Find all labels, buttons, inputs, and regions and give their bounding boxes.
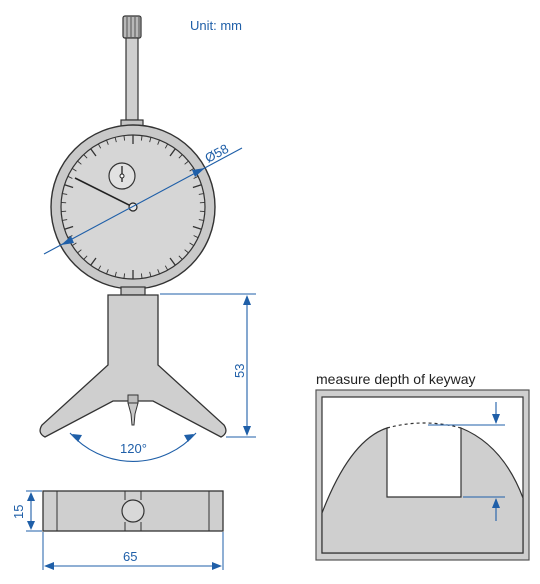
dial-hub: [128, 202, 138, 212]
dial-tick: [77, 249, 82, 254]
base-hole: [121, 499, 145, 523]
dial-tick: [97, 265, 102, 271]
height-label: 53: [232, 364, 247, 378]
dial-tick: [90, 257, 97, 266]
dial-tick: [140, 135, 143, 141]
dial-tick: [198, 193, 204, 195]
thickness-label: 15: [11, 505, 26, 519]
dial-tick: [114, 271, 117, 277]
dial-tick: [164, 143, 169, 149]
dial-tick: [178, 154, 183, 159]
dial-tick: [64, 225, 74, 230]
dial-tick: [157, 139, 160, 145]
dial-tick: [193, 175, 199, 179]
dial-tick: [62, 193, 68, 195]
dial-tick: [123, 135, 126, 141]
dial-tick: [67, 235, 73, 239]
dial-tick: [90, 148, 97, 157]
probe-holder: [127, 394, 139, 404]
dial-tick: [184, 249, 189, 254]
dial-tick: [97, 143, 102, 149]
angle-arrow-right: [184, 434, 194, 442]
dial-tick: [67, 175, 73, 179]
angle-arrow-left: [72, 434, 82, 442]
diameter-dimension-line: [43, 147, 243, 255]
dial-tick: [83, 154, 88, 159]
dial-tick: [192, 225, 202, 230]
dial-tick: [157, 269, 160, 275]
dial-tick: [106, 269, 109, 275]
dial-tick: [189, 168, 195, 172]
dial-tick: [123, 273, 126, 279]
dial-tick: [140, 273, 143, 279]
dial-tick: [71, 242, 77, 246]
probe-tip: [127, 402, 139, 426]
dial-tick: [114, 137, 117, 143]
angle-label: 120°: [120, 441, 147, 456]
shaft-outline-dashed: [386, 422, 462, 429]
dial-tick: [192, 184, 202, 189]
dial-tick: [169, 148, 176, 157]
width-label: 65: [123, 549, 137, 564]
dial-tick: [106, 139, 109, 145]
diameter-arrow-right: [192, 168, 205, 177]
dial-tick: [169, 257, 176, 266]
neck: [120, 286, 146, 296]
dial-tick: [62, 219, 68, 221]
dial-tick: [77, 160, 82, 165]
dial-tick: [198, 219, 204, 221]
angle-arc: [69, 432, 197, 462]
dial-ticks: [61, 135, 205, 279]
dial-tick: [64, 184, 74, 189]
stem-cap: [122, 15, 142, 39]
stem: [125, 37, 139, 121]
dial-tick: [164, 265, 169, 271]
dial-tick: [193, 235, 199, 239]
diameter-arrow-left: [61, 236, 74, 245]
unit-label: Unit: mm: [190, 18, 242, 33]
dial-needle: [74, 177, 134, 208]
dial-tick: [71, 168, 77, 172]
dial-tick: [149, 137, 152, 143]
dial-tick: [149, 271, 152, 277]
dial-tick: [184, 160, 189, 165]
dial-tick: [189, 242, 195, 246]
dial-tick: [178, 255, 183, 260]
shaft-section: [321, 427, 524, 554]
dial-tick: [83, 255, 88, 260]
gauge-body: [39, 294, 227, 438]
keyway-caption: measure depth of keyway: [316, 371, 476, 387]
